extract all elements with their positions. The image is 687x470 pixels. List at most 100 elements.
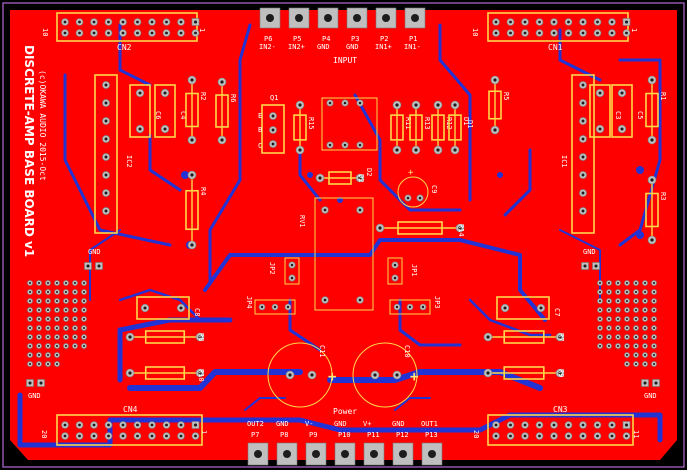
power-pin-ref: P13 (425, 431, 438, 439)
pad-hole (654, 381, 658, 385)
jp4-label: JP4 (245, 296, 253, 309)
resistor-r3: R3 (645, 175, 667, 245)
pad-hole (652, 335, 656, 339)
pad-hole (358, 298, 362, 302)
pad-hole (73, 344, 77, 348)
power-pin-signal: OUT2 (247, 420, 264, 428)
trimmer-outline (321, 97, 378, 151)
pad-hole (625, 317, 629, 321)
input-pin-signal: IN2+ (288, 43, 305, 51)
pad-hole (652, 317, 656, 321)
pad-hole (73, 308, 77, 312)
pad-hole (136, 423, 139, 427)
pad-hole (581, 191, 585, 195)
pad-hole (596, 434, 599, 438)
pad-hole (634, 353, 638, 357)
ic-left-outline (94, 74, 118, 234)
pad-hole (538, 423, 541, 427)
capacitor-label: C4 (179, 111, 187, 119)
pad-hole (107, 434, 110, 438)
pad-hole (46, 362, 50, 366)
pad-hole (616, 317, 620, 321)
pad-hole (406, 196, 410, 200)
resistor-r5: R5 (488, 75, 510, 135)
pad-hole (64, 317, 68, 321)
pad-hole (395, 305, 399, 309)
c10-label: C10 (403, 345, 411, 358)
resistor-r15: R15 (293, 100, 315, 155)
pad-hole (324, 14, 332, 22)
q1-pin-c: C (258, 142, 262, 150)
pad-hole (179, 423, 183, 427)
pad-hole (46, 353, 50, 357)
pad-hole (598, 281, 602, 285)
jp1-outline (387, 257, 403, 285)
resistor-r8: R8 (125, 330, 205, 344)
pad-hole (610, 434, 614, 438)
power-pin-ref: P11 (367, 431, 380, 439)
input-pin-ref: P6 (264, 35, 272, 43)
pad-hole (63, 434, 67, 438)
pad-hole (46, 281, 50, 285)
pad-hole (652, 299, 656, 303)
resistor-r14: R14 (375, 221, 465, 237)
pad-hole (271, 114, 275, 118)
pad-hole (634, 281, 638, 285)
pad-hole (643, 281, 647, 285)
input-pin-ref: P4 (322, 35, 330, 43)
pad-hole (82, 335, 86, 339)
pad-hole (509, 20, 512, 24)
pad-hole (28, 362, 32, 366)
pad-hole (150, 31, 154, 35)
pad-hole (643, 335, 647, 339)
pad-hole (552, 20, 556, 24)
q1-pin-b: B (258, 126, 262, 134)
pad-hole (395, 148, 399, 152)
pad-hole (63, 20, 67, 24)
pad-hole (598, 308, 602, 312)
cn3-label: CN3 (553, 405, 568, 414)
resistor-r9: R9 (483, 366, 565, 380)
pad-hole (82, 326, 86, 330)
pad-hole (128, 335, 132, 339)
pad-hole (37, 299, 41, 303)
pad-hole (194, 434, 197, 438)
resistor-r4: R4 (185, 170, 207, 250)
capacitor-c4: C4 (154, 84, 187, 138)
jp2-outline (284, 257, 300, 285)
pad-hole (318, 176, 322, 180)
pad-hole (581, 173, 585, 177)
cn1-pin-1: 1 (630, 28, 638, 32)
cn4-pin-1: 1 (200, 430, 208, 434)
pad-hole (581, 155, 585, 159)
pad-hole (55, 290, 59, 294)
capacitor-c5: C5 (611, 84, 644, 138)
c11-outline (267, 342, 333, 408)
cn2-label: CN2 (117, 43, 132, 52)
pad-hole (643, 299, 647, 303)
resistor-r13: R13 (409, 100, 431, 155)
copper-pour (10, 10, 677, 460)
pad-hole (523, 31, 527, 35)
pad-hole (634, 299, 638, 303)
pad-hole (343, 101, 347, 105)
pad-hole (37, 353, 41, 357)
proto-area-right (581, 262, 660, 387)
pad-hole (598, 335, 602, 339)
resistor-label: R11 (404, 117, 412, 130)
input-pin-signal: IN1+ (375, 43, 392, 51)
pad-hole (121, 31, 125, 35)
pad-hole (165, 31, 168, 35)
pad-hole (625, 299, 629, 303)
pad-hole (288, 373, 292, 377)
pad-hole (273, 305, 277, 309)
gnd-label-right-bot: GND (644, 392, 657, 400)
pad-hole (290, 263, 294, 267)
pad-hole (55, 299, 59, 303)
pad-hole (82, 299, 86, 303)
pad-hole (46, 308, 50, 312)
pad-hole (552, 423, 556, 427)
pad-hole (414, 148, 418, 152)
pad-hole (28, 344, 32, 348)
pad-hole (539, 306, 543, 310)
